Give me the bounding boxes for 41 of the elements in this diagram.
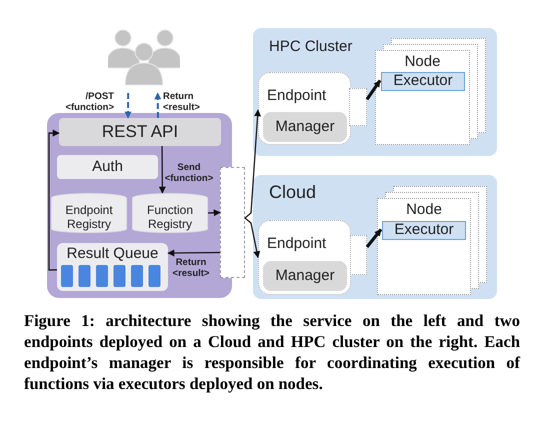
cluster-panel (253, 28, 497, 156)
arrow (208, 209, 221, 216)
manager-box: Manager (263, 261, 347, 291)
queue-box (57, 243, 168, 291)
figure-caption: Figure 1: architecture showing the service on the left and two endpoints deployed on a Cloud and HPC cluster on the right. Each endpoint’s manager is responsible for coordinating execution of functions via executors deployed on nodes. (24, 310, 520, 394)
node-label: Node (404, 52, 442, 72)
edge-label: Return <result> (172, 257, 210, 279)
message-bus-box (349, 88, 367, 126)
arrow (154, 92, 162, 118)
node-label: HPC Cluster (269, 37, 354, 57)
arrow (167, 250, 220, 256)
manager-box: Manager (263, 112, 347, 142)
registry-cylinder: Function Registry (132, 193, 208, 233)
cloud-panel (253, 175, 497, 299)
edge-label: Return <result> (163, 91, 201, 113)
executor-box: Executor (382, 221, 466, 240)
endpoint-box (258, 72, 351, 145)
edge-label: /POST <function> (64, 91, 114, 113)
compute-node-card (377, 198, 471, 295)
service-panel (47, 113, 232, 298)
auth-box: Auth (57, 155, 158, 179)
node-label: Node (405, 200, 443, 220)
node-label: Endpoint (267, 86, 328, 106)
arrow (48, 130, 60, 271)
node-label: Cloud (269, 181, 318, 204)
executor-box: Executor (381, 72, 465, 91)
compute-node-card (375, 50, 470, 145)
arrow (244, 218, 260, 258)
node-label: Endpoint (267, 234, 328, 254)
arrow (124, 93, 132, 119)
arrow (158, 146, 166, 194)
message-bus-box (350, 235, 367, 275)
api-box: REST API (59, 118, 221, 146)
edge-label: Send <function> (164, 162, 214, 184)
message-bus-box (220, 167, 245, 278)
arrow (244, 109, 262, 219)
arrow (366, 80, 382, 100)
endpoint-box (258, 220, 351, 295)
registry-cylinder: Endpoint Registry (51, 193, 127, 233)
arrow (366, 228, 382, 248)
node-label: Result Queue (66, 244, 160, 264)
